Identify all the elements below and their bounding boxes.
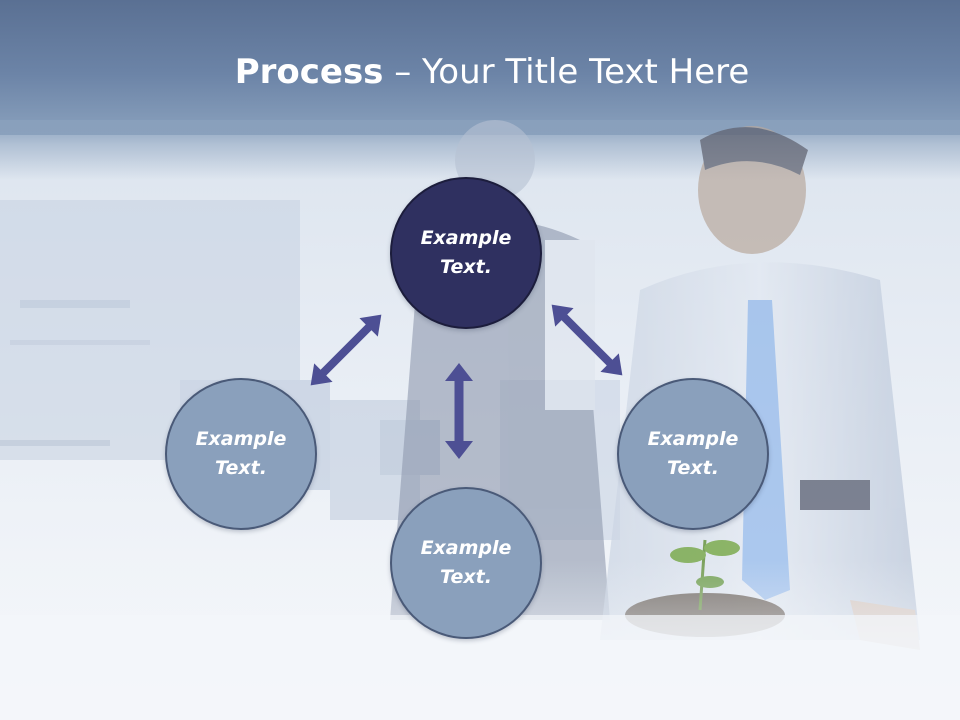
node-left-line1: Example: [195, 428, 287, 450]
node-right-line2: Text.: [667, 457, 719, 479]
node-right-line1: Example: [647, 428, 739, 450]
process-node-left: Example Text.: [165, 378, 317, 530]
node-left-line2: Text.: [215, 457, 267, 479]
arrow-vertical: [445, 363, 473, 459]
node-top-line1: Example: [420, 227, 512, 249]
node-top-line2: Text.: [440, 256, 492, 278]
process-node-right: Example Text.: [617, 378, 769, 530]
title-rest: – Your Title Text Here: [383, 52, 750, 92]
arrow-top-right: [551, 304, 623, 376]
slide-title: Process – Your Title Text Here: [0, 52, 960, 92]
title-bold: Process: [234, 52, 384, 92]
node-bottom-line2: Text.: [440, 566, 492, 588]
title-banner: [0, 0, 960, 135]
process-node-top: Example Text.: [390, 177, 542, 329]
process-node-bottom: Example Text.: [390, 487, 542, 639]
node-bottom-line1: Example: [420, 537, 512, 559]
arrow-top-left: [310, 314, 382, 386]
